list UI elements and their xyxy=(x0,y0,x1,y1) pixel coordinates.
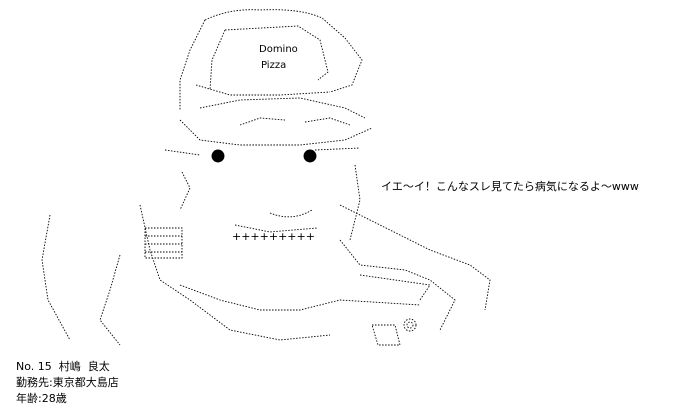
right-eye-icon xyxy=(303,149,317,163)
left-eye-icon xyxy=(211,149,225,163)
caption-workplace: 勤務先:東京都大島店 xyxy=(16,376,119,389)
mouth xyxy=(269,209,313,218)
caption-age: 年齢:28歳 xyxy=(16,392,67,405)
speech-text: イエ～イ！こんなスレ見てたら病気になるよ～www xyxy=(381,180,639,193)
pizza-box-icon xyxy=(144,227,183,259)
hand-mark: +++++++++ xyxy=(232,230,315,243)
map-icon xyxy=(359,274,431,346)
body-outline xyxy=(41,204,491,346)
cap-logo-line1: Domino xyxy=(259,44,298,55)
caption-number-name: No. 15 村嶋 良太 xyxy=(16,360,110,373)
cap-outline xyxy=(179,9,366,119)
cap-logo-line2: Pizza xyxy=(261,60,286,71)
face-outline xyxy=(164,117,373,241)
